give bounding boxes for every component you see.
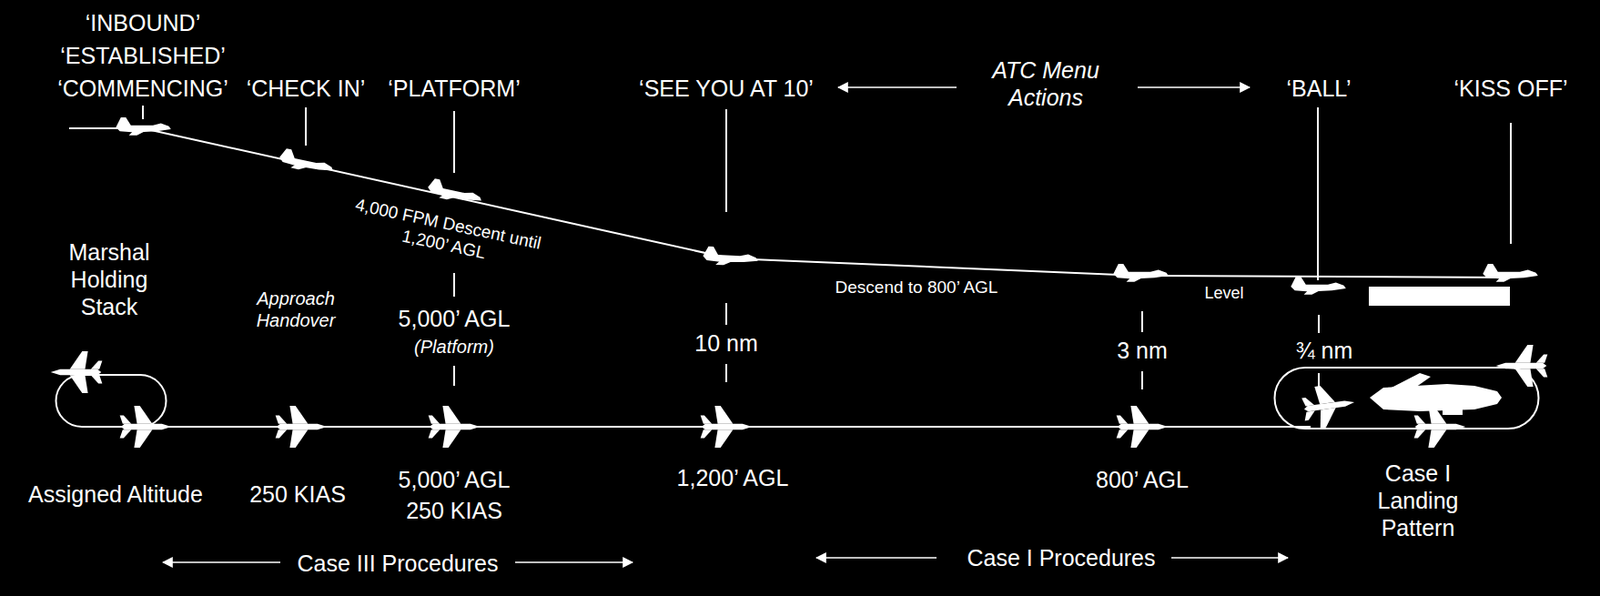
handover-note: Approach Handover	[236, 287, 355, 332]
altitude-label: 5,000’ AGL	[398, 465, 511, 494]
range-arrow	[816, 556, 937, 559]
distance-label: ¾ nm	[1296, 336, 1354, 365]
plan-aircraft	[1116, 405, 1169, 448]
range-arrow	[838, 86, 957, 89]
leader-line	[453, 365, 456, 386]
leader-line	[725, 364, 728, 383]
leader-line	[1141, 311, 1144, 333]
carrier-plan	[1442, 405, 1463, 416]
descent-note: 4,000 FPM Descent until 1,200’ AGL	[348, 194, 545, 275]
plan-aircraft	[428, 405, 481, 448]
plan-aircraft	[275, 405, 328, 448]
leader-line	[1317, 314, 1320, 334]
altitude-label: 800’ AGL	[1095, 465, 1189, 494]
radio-call: ‘COMMENCING’	[57, 74, 229, 102]
descent-note: Descend to 800’ AGL	[835, 277, 999, 299]
plan-aircraft	[120, 405, 173, 448]
ground-track	[56, 374, 167, 427]
stack-label: Marshal Holding Stack	[59, 238, 160, 321]
leader-line	[304, 107, 307, 146]
leader-line	[1509, 122, 1512, 244]
glide-path	[69, 128, 1510, 278]
plan-aircraft	[1300, 381, 1358, 431]
side-aircraft	[702, 245, 759, 267]
side-aircraft	[1482, 263, 1539, 283]
leader-line	[142, 105, 1511, 395]
range-arrow	[162, 561, 281, 564]
leader-line	[1141, 371, 1144, 390]
leader-line	[453, 111, 456, 173]
glide-path	[69, 128, 1510, 278]
ground-track	[1275, 367, 1540, 429]
radio-call: ‘INBOUND’	[85, 9, 201, 37]
range-arrow	[162, 87, 1288, 563]
distance-label: 3 nm	[1116, 336, 1168, 365]
phase-label: Case I Procedures	[966, 544, 1155, 572]
side-aircraft	[115, 117, 1539, 295]
plan-aircraft	[700, 405, 753, 448]
radio-call: ‘BALL’	[1286, 74, 1352, 102]
plan-aircraft	[50, 351, 103, 394]
range-arrow	[515, 561, 633, 564]
side-aircraft	[425, 177, 484, 207]
radio-call: ‘PLATFORM’	[387, 74, 520, 102]
altitude-label: Assigned Altitude	[28, 480, 203, 508]
level-note: Level	[1204, 283, 1244, 304]
side-aircraft	[1113, 263, 1169, 283]
pattern-label: Case I Landing Pattern	[1367, 459, 1469, 542]
range-arrow	[1137, 86, 1250, 89]
radio-call: ‘KISS OFF’	[1453, 74, 1568, 102]
speed-label: 250 KIAS	[249, 480, 346, 508]
leader-line	[141, 105, 144, 120]
menu-note: ATC Menu Actions	[977, 56, 1114, 112]
phase-label: Case III Procedures	[297, 549, 499, 578]
altitude-label: 1,200’ AGL	[677, 464, 790, 492]
carrier-plan	[1378, 373, 1431, 401]
side-aircraft	[277, 147, 335, 177]
leader-line	[725, 303, 728, 325]
range-arrow	[1171, 556, 1288, 559]
speed-label: 250 KIAS	[405, 496, 503, 525]
leader-line	[1316, 107, 1319, 281]
leader-line	[725, 109, 728, 213]
leader-line	[453, 273, 456, 297]
distance-label: 10 nm	[694, 329, 758, 357]
radio-call: ‘ESTABLISHED’	[60, 41, 226, 70]
plan-aircraft	[1496, 344, 1549, 387]
side-aircraft	[115, 117, 172, 136]
radio-call: ‘SEE YOU AT 10’	[638, 74, 814, 102]
carrier-deck	[1368, 286, 1510, 306]
altitude-label: 5,000’ AGL	[398, 304, 511, 333]
altitude-note: (Platform)	[414, 335, 495, 358]
plan-aircraft	[1414, 405, 1467, 448]
radio-call: ‘CHECK IN’	[246, 74, 366, 102]
